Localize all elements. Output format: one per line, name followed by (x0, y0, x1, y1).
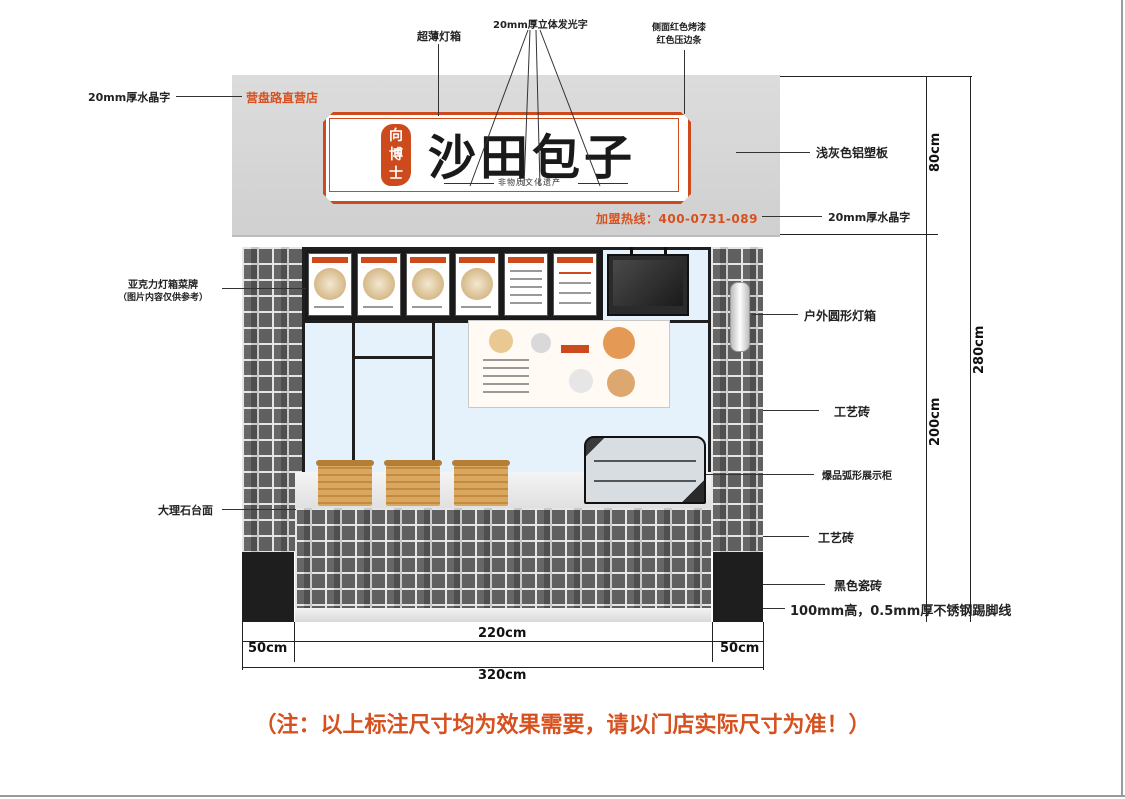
tv-mount-right (664, 247, 667, 255)
dim-total-width: 320cm (478, 668, 527, 683)
acrylic-menu-line-1: 亚克力灯箱菜牌 (128, 280, 198, 291)
side-paint-line-1: 侧面红色烤漆 (652, 23, 707, 33)
leader-display-cabinet (706, 474, 814, 475)
dim-bottom-ext-right (763, 622, 764, 670)
window-mullion-1 (352, 320, 355, 463)
dim-bottom-ext-left (242, 622, 243, 670)
aluminum-panel-label: 浅灰色铝塑板 (816, 146, 889, 160)
right-black-tile (713, 552, 763, 622)
menu-card-2 (357, 253, 401, 316)
leader-aluminum (736, 152, 810, 153)
acrylic-menu-line-2: （图片内容仅供参考） (118, 293, 209, 303)
ultra-thin-lightbox-label: 超薄灯箱 (417, 30, 461, 43)
menu-card-6 (553, 253, 597, 316)
leader-kick-line (763, 608, 785, 609)
left-brick-pier (242, 247, 302, 552)
window-transom (352, 356, 434, 359)
dim-sign-height: 80cm (928, 132, 943, 172)
tv-screen (607, 254, 689, 316)
craft-brick-label-2: 工艺砖 (818, 531, 855, 545)
promo-poster-art (483, 327, 635, 397)
dim-storefront-vline (926, 234, 927, 622)
leader-crystal-right (762, 216, 822, 217)
window-frame-left (302, 247, 305, 473)
disclaimer-note: （注：以上标注尺寸均为效果需要，请以门店实际尺寸为准！） (254, 713, 871, 738)
leader-crystal-left (176, 96, 242, 97)
brand-name: 沙田包子 (428, 130, 637, 186)
menu-card-1 (308, 253, 352, 316)
counter-brick-base (295, 508, 711, 608)
kick-line-label: 100mm高，0.5mm厚不锈钢踢脚线 (790, 604, 1012, 619)
acrylic-menu-label: 亚克力灯箱菜牌 （图片内容仅供参考） (118, 279, 208, 305)
crystal-letters-left-label: 20mm厚水晶字 (88, 91, 171, 104)
bamboo-steamer-2 (384, 460, 442, 506)
outdoor-round-lightbox (730, 282, 750, 352)
subtitle-line-left (444, 183, 494, 184)
hotline-label: 加盟热线：400-0731-089 (596, 212, 758, 226)
logo-char-2: 博 (389, 146, 403, 163)
black-tile-label: 黑色瓷砖 (834, 579, 883, 593)
brand-logo-seal: 向 博 士 (381, 124, 411, 186)
menu-card-5 (504, 253, 548, 316)
leader-craft-brick-1 (763, 410, 819, 411)
leader-craft-brick-2 (763, 536, 809, 537)
dim-sign-top-ext (780, 76, 972, 77)
dim-bottom-ext-right-inner (712, 622, 713, 662)
dim-sign-bottom-ext (780, 234, 938, 235)
side-paint-line-2: 红色压边条 (656, 36, 702, 46)
display-cabinet-label: 爆品弧形展示柜 (822, 471, 892, 482)
dim-row-2-line (242, 667, 764, 668)
leader-marble (222, 509, 296, 510)
marble-counter-label: 大理石台面 (158, 504, 213, 517)
dim-row-1-line (242, 641, 764, 642)
dim-right-pier: 50cm (720, 641, 760, 656)
promo-poster (468, 320, 670, 408)
stainless-kick-plate (295, 608, 711, 622)
left-black-tile (242, 552, 294, 622)
bamboo-steamer-1 (316, 460, 374, 506)
frame-bottom-line (0, 795, 1125, 797)
dim-storefront-height: 200cm (928, 397, 943, 446)
dim-left-pier: 50cm (248, 641, 288, 656)
brand-subtitle: 非物质文化遗产 (498, 178, 561, 187)
dim-bottom-ext-left-inner (294, 622, 295, 662)
round-lightbox-label: 户外圆形灯箱 (804, 309, 877, 323)
leader-acrylic-menu (222, 288, 306, 289)
logo-char-3: 士 (389, 165, 403, 182)
window-frame-right (708, 247, 711, 473)
bamboo-steamer-3 (452, 460, 510, 506)
leader-round-light (752, 314, 798, 315)
window-mullion-2 (432, 320, 435, 463)
arc-display-cabinet (584, 436, 706, 504)
side-paint-label: 侧面红色烤漆 红色压边条 (652, 22, 706, 48)
menu-card-4 (455, 253, 499, 316)
menu-card-3 (406, 253, 450, 316)
dim-sign-vline (926, 76, 927, 234)
crystal-letters-right-label: 20mm厚水晶字 (828, 211, 911, 224)
dim-total-vline (970, 76, 971, 622)
leader-black-tile (763, 584, 825, 585)
luminous-letters-label: 20mm厚立体发光字 (493, 20, 588, 31)
dim-opening-width: 220cm (478, 626, 527, 641)
tv-mount-left (630, 247, 633, 255)
craft-brick-label-1: 工艺砖 (834, 405, 871, 419)
logo-char-1: 向 (389, 127, 403, 144)
leader-ultra-thin (438, 44, 439, 116)
subtitle-line-right (578, 183, 628, 184)
sign-inner-border (329, 118, 679, 192)
window-frame-top (302, 247, 711, 250)
branch-name-label: 营盘路直营店 (246, 91, 319, 105)
leader-side-paint (684, 50, 685, 114)
frame-right-line (1121, 0, 1123, 797)
dim-total-height: 280cm (972, 325, 987, 374)
